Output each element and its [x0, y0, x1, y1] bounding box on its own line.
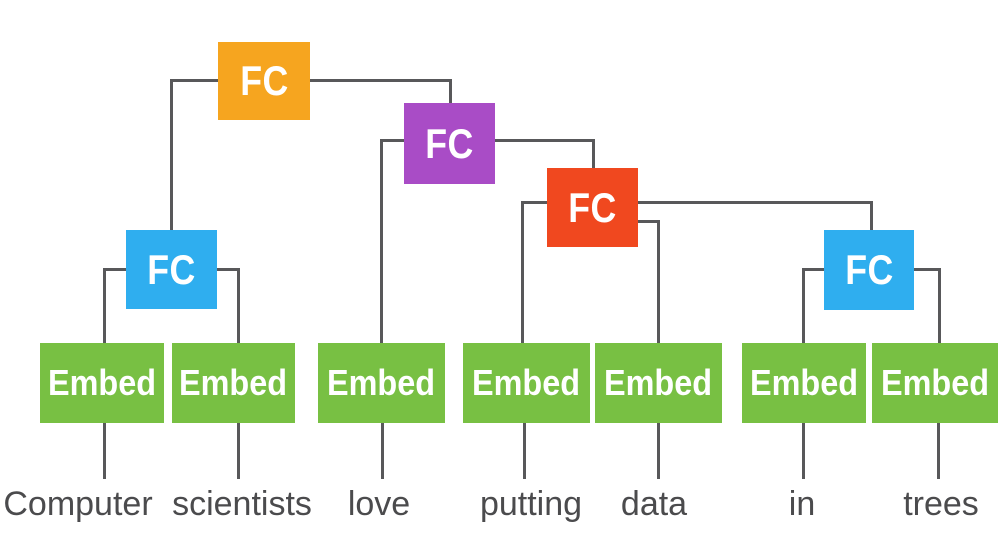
fc-node-label: FC [239, 57, 289, 104]
embed-node-trees: Embed [872, 343, 998, 423]
connector-line-vertical [103, 268, 106, 345]
fc-node-root: FC [218, 42, 310, 120]
connector-line-vertical [103, 422, 106, 479]
connector-line-vertical [657, 220, 660, 345]
connector-line-vertical [521, 201, 524, 345]
connector-line-vertical [523, 422, 526, 479]
fc-node-computer-scientists: FC [126, 230, 217, 309]
connector-line-vertical [380, 139, 383, 345]
embed-node-love: Embed [318, 343, 445, 423]
embed-node-label: Embed [47, 362, 157, 403]
connector-line-vertical [870, 201, 873, 232]
embed-node-scientists: Embed [172, 343, 295, 423]
connector-line-vertical [802, 268, 805, 345]
embed-node-label: Embed [179, 362, 288, 403]
sentence-word-data: data [620, 485, 688, 523]
connector-line-vertical [938, 268, 941, 345]
embed-node-in: Embed [742, 343, 866, 423]
connector-line-horizontal [521, 201, 873, 204]
embed-node-label: Embed [604, 362, 713, 403]
embed-node-putting: Embed [463, 343, 590, 423]
connector-line-horizontal [629, 220, 660, 223]
fc-node-in-trees: FC [824, 230, 914, 310]
fc-node-putting-phrase: FC [547, 168, 638, 247]
embed-node-label: Embed [327, 362, 436, 403]
embed-node-label: Embed [880, 362, 990, 403]
connector-line-vertical [802, 422, 805, 479]
sentence-word-love: love [347, 485, 411, 523]
embed-node-computer: Embed [40, 343, 164, 423]
connector-line-vertical [237, 268, 240, 345]
embed-node-data: Embed [595, 343, 722, 423]
fc-node-label: FC [425, 119, 474, 167]
sentence-word-in: in [788, 485, 816, 523]
embed-node-label: Embed [472, 362, 581, 403]
sentence-word-scientists: scientists [172, 485, 312, 523]
connector-line-vertical [381, 422, 384, 479]
fc-node-label: FC [568, 183, 617, 231]
connector-line-horizontal [170, 79, 452, 82]
connector-line-vertical [592, 139, 595, 170]
fc-node-label: FC [147, 245, 196, 293]
fc-node-love-phrase: FC [404, 103, 495, 184]
sentence-word-trees: trees [903, 485, 979, 523]
fc-node-label: FC [844, 246, 894, 293]
embed-node-label: Embed [749, 362, 859, 403]
connector-line-vertical [657, 422, 660, 479]
connector-line-vertical [237, 422, 240, 479]
connector-line-vertical [937, 422, 940, 479]
sentence-word-putting: putting [479, 485, 583, 523]
connector-line-vertical [170, 79, 173, 232]
sentence-word-computer: Computer [3, 485, 153, 523]
connector-line-vertical [449, 79, 452, 105]
